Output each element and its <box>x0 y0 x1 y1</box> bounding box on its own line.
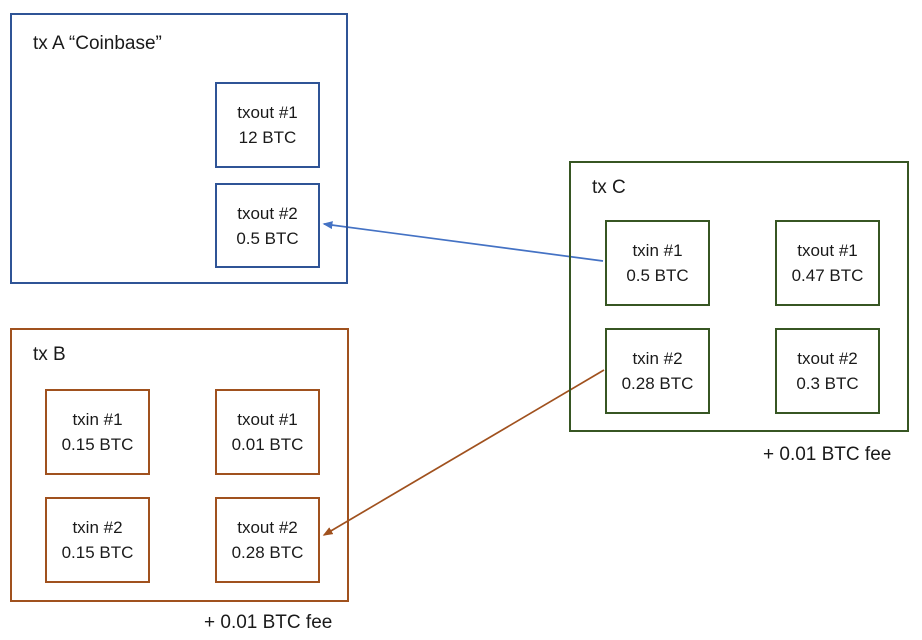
txB-txout1-box: txout #1 0.01 BTC <box>215 389 320 475</box>
txA-title: tx A “Coinbase” <box>33 33 162 54</box>
txB-txin1-amount: 0.15 BTC <box>61 435 134 454</box>
txB-txin2-label: txin #2 <box>72 518 123 537</box>
txA-container: tx A “Coinbase” txout #1 12 BTC txout #2… <box>10 13 348 284</box>
txA-txout1-amount: 12 BTC <box>238 128 297 147</box>
txB-txout1-label: txout #1 <box>237 410 298 429</box>
txC-txout1-label: txout #1 <box>797 241 858 260</box>
txC-txin2-box: txin #2 0.28 BTC <box>605 328 710 414</box>
txA-txout2-label: txout #2 <box>237 203 298 223</box>
txB-txin1-box: txin #1 0.15 BTC <box>45 389 150 475</box>
txB-txout1-amount: 0.01 BTC <box>231 435 304 454</box>
arrow-txC-txin1-to-txA-txout2 <box>322 221 604 262</box>
txB-txin2-box: txin #2 0.15 BTC <box>45 497 150 583</box>
txB-title: tx B <box>33 344 66 365</box>
txA-txout1-box: txout #1 12 BTC <box>215 82 320 168</box>
txA-txout2-box: txout #2 0.5 BTC <box>215 183 320 268</box>
txC-txin1-label: txin #1 <box>632 241 683 260</box>
txC-txout1-amount: 0.47 BTC <box>791 266 864 285</box>
txC-fee-note: + 0.01 BTC fee <box>763 444 892 465</box>
txC-txout2-amount: 0.3 BTC <box>796 374 859 393</box>
txA-txout1-label: txout #1 <box>237 103 298 122</box>
txB-fee-note: + 0.01 BTC fee <box>204 612 333 633</box>
txC-txin1-box: txin #1 0.5 BTC <box>605 220 710 306</box>
txB-txout2-box: txout #2 0.28 BTC <box>215 497 320 583</box>
txB-txin1-label: txin #1 <box>72 410 123 429</box>
txB-txin2-amount: 0.15 BTC <box>61 543 134 562</box>
txC-txout2-label: txout #2 <box>797 349 858 368</box>
txC-txin2-label: txin #2 <box>632 349 683 368</box>
txC-title: tx C <box>592 177 626 198</box>
txC-txin1-amount: 0.5 BTC <box>626 266 689 285</box>
txC-container: tx C txin #1 0.5 BTC txout #1 0.47 BTC t… <box>569 161 909 432</box>
txB-txout2-amount: 0.28 BTC <box>231 543 304 562</box>
txC-txout2-box: txout #2 0.3 BTC <box>775 328 880 414</box>
arrow-txC-txin2-to-txB-txout2 <box>322 369 605 536</box>
txA-txout2-amount: 0.5 BTC <box>236 228 299 248</box>
txC-txout1-box: txout #1 0.47 BTC <box>775 220 880 306</box>
txB-txout2-label: txout #2 <box>237 518 298 537</box>
txB-container: tx B txin #1 0.15 BTC txout #1 0.01 BTC … <box>10 328 349 602</box>
txC-txin2-amount: 0.28 BTC <box>621 374 694 393</box>
